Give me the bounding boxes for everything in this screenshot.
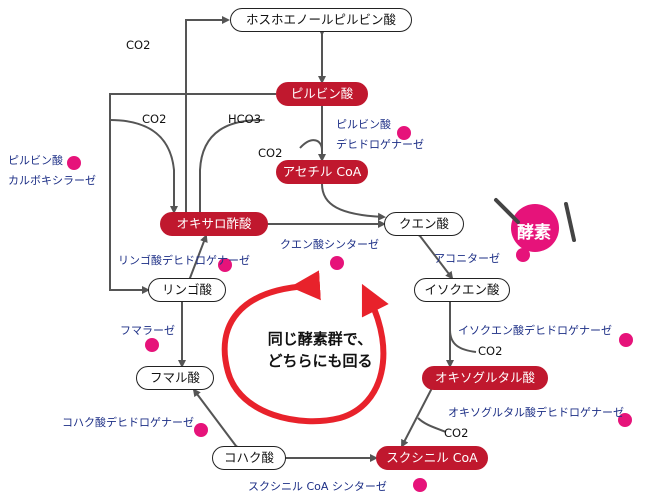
succinate-fumarate-arrow xyxy=(192,388,243,454)
pyruvate-malate-bypass xyxy=(109,93,276,294)
enzyme-legend-icon xyxy=(511,204,559,252)
co2-uptake-arrow xyxy=(109,119,178,214)
node-oxoglutarate: オキソグルタル酸 xyxy=(422,366,548,390)
acetylcoa-citrate-arrow xyxy=(321,183,386,221)
enzyme-icon xyxy=(145,338,159,352)
node-oxaloacetate: オキサロ酢酸 xyxy=(160,212,268,236)
node-citrate: クエン酸 xyxy=(384,212,464,236)
node-acetylcoa: アセチル CoA xyxy=(276,160,368,184)
enzyme-icon xyxy=(218,258,232,272)
center-text-line-2: どちらにも回る xyxy=(267,352,373,370)
reversible-cycle-arrow xyxy=(221,270,389,425)
node-isocitrate: イソクエン酸 xyxy=(414,278,510,302)
enzyme-icon xyxy=(516,248,530,262)
enzyme-icon xyxy=(619,333,633,347)
idh-co2-branch xyxy=(449,329,477,353)
enzyme-icon xyxy=(397,126,411,140)
center-text-line-1: 同じ酵素群で、 xyxy=(267,330,373,348)
citrate-isocitrate-arrow xyxy=(413,228,454,280)
enzyme-label: イソクエン酸デヒドロゲナーゼ xyxy=(458,324,612,337)
node-succinate: コハク酸 xyxy=(212,446,286,470)
enzyme-label: クエン酸シンターゼ xyxy=(280,238,379,251)
enzyme-label: デヒドロゲナーゼ xyxy=(336,138,424,151)
center-text: 同じ酵素群で、 どちらにも回る xyxy=(250,328,390,372)
hco3-uptake-arrow xyxy=(196,119,263,218)
wrench-icon xyxy=(564,202,576,242)
enzyme-icon xyxy=(194,423,208,437)
pdh-co2-branch xyxy=(299,139,323,151)
co2-label: CO2 xyxy=(444,426,469,440)
enzyme-label: アコニターゼ xyxy=(434,252,500,265)
enzyme-label: ピルビン酸 xyxy=(336,118,391,131)
hco3-label: HCO3- xyxy=(228,112,266,126)
node-malate: リンゴ酸 xyxy=(148,278,226,302)
node-fumarate: フマル酸 xyxy=(136,366,214,390)
enzyme-icon xyxy=(330,256,344,270)
enzyme-label: カルボキシラーゼ xyxy=(8,174,96,187)
enzyme-label: ピルビン酸 xyxy=(8,154,63,167)
enzyme-icon xyxy=(618,413,632,427)
oxoglutarate-succinylcoa-arrow xyxy=(401,380,439,448)
node-pep: ホスホエノールピルビン酸 xyxy=(230,8,412,32)
node-succinylcoa: スクシニル CoA xyxy=(376,446,488,470)
ogdh-co2-branch xyxy=(417,417,447,433)
co2-label: CO2 xyxy=(142,112,167,126)
enzyme-label: コハク酸デヒドロゲナーゼ xyxy=(62,416,194,429)
enzyme-legend-title: 酵素 xyxy=(517,223,551,243)
node-pyruvate: ピルビン酸 xyxy=(276,82,368,106)
enzyme-icon xyxy=(67,156,81,170)
pep-oxaloacetate-arrow xyxy=(182,16,230,218)
malate-oxaloacetate-arrow xyxy=(184,234,208,286)
co2-label: CO2 xyxy=(258,146,283,160)
co2-label: CO2 xyxy=(478,344,503,358)
enzyme-label: スクシニル CoA シンターゼ xyxy=(248,480,387,493)
enzyme-icon xyxy=(413,478,427,492)
co2-label: CO2 xyxy=(126,38,151,52)
enzyme-label: オキソグルタル酸デヒドロゲナーゼ xyxy=(448,406,624,419)
enzyme-label: リンゴ酸デヒドロゲナーゼ xyxy=(118,254,250,267)
pliers-icon xyxy=(494,198,520,224)
enzyme-label: フマラーゼ xyxy=(120,324,175,337)
